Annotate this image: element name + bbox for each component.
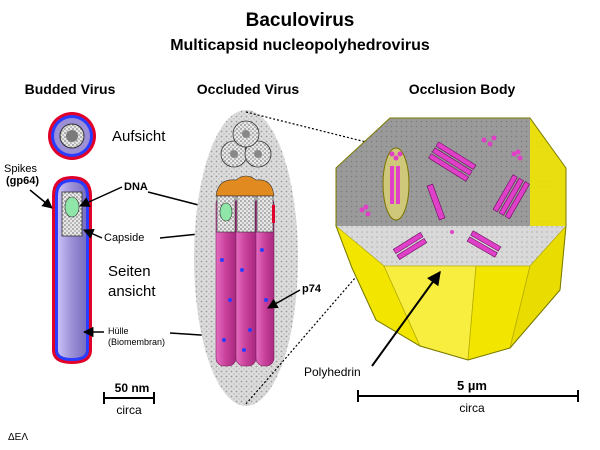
title: Baculovirus — [246, 10, 355, 31]
dna-arrow-budded — [79, 186, 123, 207]
scale-right-note: circa — [459, 401, 485, 415]
label-polyhedrin: Polyhedrin — [304, 365, 361, 379]
label-dna: DNA — [124, 181, 148, 193]
scale-bar-50nm — [103, 392, 155, 404]
occlusion-body-polyhedron — [335, 117, 567, 361]
section-occlusion-body: Occlusion Body — [409, 81, 516, 97]
label-huelle: Hülle — [108, 326, 129, 336]
section-budded-virus: Budded Virus — [25, 81, 116, 97]
budded-virus-top-view — [48, 112, 96, 160]
label-aufsicht: Aufsicht — [112, 128, 166, 145]
scale-bar-5um — [357, 390, 579, 402]
label-ansicht: ansicht — [108, 283, 156, 300]
scale-right-value: 5 µm — [457, 378, 487, 393]
section-occluded-virus: Occluded Virus — [197, 81, 300, 97]
label-capside: Capside — [104, 232, 144, 244]
author-signature: ΔΕΛ — [8, 432, 28, 443]
scale-left-value: 50 nm — [115, 381, 150, 395]
capside-arrow-budded — [83, 229, 103, 239]
label-spikes: Spikes — [4, 163, 38, 175]
label-seiten: Seiten — [108, 263, 151, 280]
label-gp64: (gp64) — [6, 175, 39, 187]
occluded-virus-top-cluster — [220, 120, 272, 168]
zoom-line-top — [245, 111, 391, 149]
scale-left-note: circa — [116, 403, 142, 417]
polyhedrin-arrow — [371, 270, 441, 367]
occluded-virus — [194, 110, 298, 406]
p74-arrow — [267, 289, 301, 309]
label-biomembran: (Biomembran) — [108, 337, 165, 347]
label-p74: p74 — [302, 283, 322, 295]
budded-virus-side-view — [52, 176, 92, 364]
spikes-arrow — [29, 189, 53, 209]
subtitle: Multicapsid nucleopolyhedrovirus — [170, 37, 430, 54]
